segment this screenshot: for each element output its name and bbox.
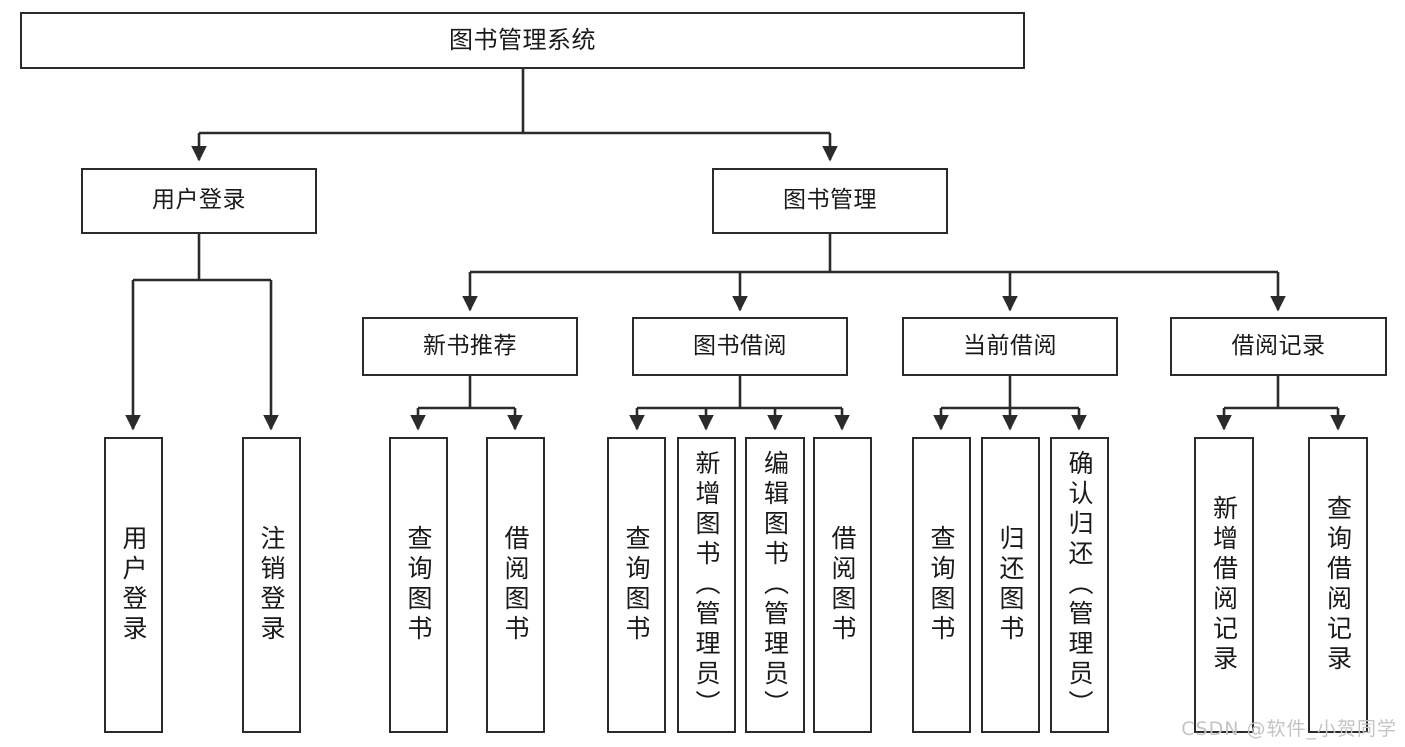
node-current-borrow-label: 当前借阅 — [963, 332, 1057, 359]
node-leaf-edit-book-label: 编辑图书（管理员） — [760, 450, 790, 720]
node-book-borrow[interactable]: 图书借阅 — [632, 317, 848, 376]
node-leaf-query-record[interactable]: 查询借阅记录 — [1308, 437, 1368, 733]
node-leaf-query-record-label: 查询借阅记录 — [1323, 495, 1353, 675]
node-leaf-query-book-2-label: 查询图书 — [622, 525, 651, 645]
watermark: CSDN @软件_小贺同学 — [1181, 718, 1397, 740]
node-leaf-logout[interactable]: 注销登录 — [242, 437, 301, 733]
node-leaf-return-book-label: 归还图书 — [996, 525, 1025, 645]
node-leaf-query-book-3-label: 查询图书 — [927, 525, 956, 645]
node-user-login-label: 用户登录 — [152, 187, 246, 214]
node-leaf-user-login-label: 用户登录 — [119, 525, 148, 645]
node-leaf-confirm-return[interactable]: 确认归还（管理员） — [1050, 437, 1109, 733]
node-leaf-query-book-1-label: 查询图书 — [404, 525, 433, 645]
node-leaf-add-book[interactable]: 新增图书（管理员） — [677, 437, 736, 733]
node-leaf-borrow-book-1-label: 借阅图书 — [501, 525, 530, 645]
node-current-borrow[interactable]: 当前借阅 — [902, 317, 1118, 376]
node-borrow-record-label: 借阅记录 — [1231, 332, 1326, 359]
node-leaf-return-book[interactable]: 归还图书 — [981, 437, 1040, 733]
node-leaf-user-login[interactable]: 用户登录 — [104, 437, 163, 733]
node-leaf-edit-book[interactable]: 编辑图书（管理员） — [745, 437, 805, 733]
node-leaf-borrow-book-2-label: 借阅图书 — [828, 525, 857, 645]
node-leaf-logout-label: 注销登录 — [257, 525, 286, 645]
node-leaf-query-book-2[interactable]: 查询图书 — [607, 437, 666, 733]
node-new-book-rec[interactable]: 新书推荐 — [362, 317, 578, 376]
node-leaf-add-record-label: 新增借阅记录 — [1209, 495, 1239, 675]
node-leaf-add-record[interactable]: 新增借阅记录 — [1194, 437, 1254, 733]
node-leaf-confirm-return-label: 确认归还（管理员） — [1065, 450, 1094, 720]
node-leaf-query-book-1[interactable]: 查询图书 — [389, 437, 448, 733]
node-book-manage[interactable]: 图书管理 — [712, 168, 948, 234]
node-leaf-borrow-book-1[interactable]: 借阅图书 — [486, 437, 545, 733]
node-user-login[interactable]: 用户登录 — [81, 168, 317, 234]
node-book-manage-label: 图书管理 — [783, 187, 877, 214]
node-leaf-add-book-label: 新增图书（管理员） — [692, 450, 721, 720]
node-leaf-borrow-book-2[interactable]: 借阅图书 — [813, 437, 872, 733]
node-root[interactable]: 图书管理系统 — [20, 12, 1025, 69]
node-root-label: 图书管理系统 — [449, 26, 596, 55]
node-borrow-record[interactable]: 借阅记录 — [1170, 317, 1387, 376]
node-new-book-rec-label: 新书推荐 — [423, 332, 517, 359]
node-leaf-query-book-3[interactable]: 查询图书 — [912, 437, 971, 733]
node-book-borrow-label: 图书借阅 — [693, 332, 787, 359]
